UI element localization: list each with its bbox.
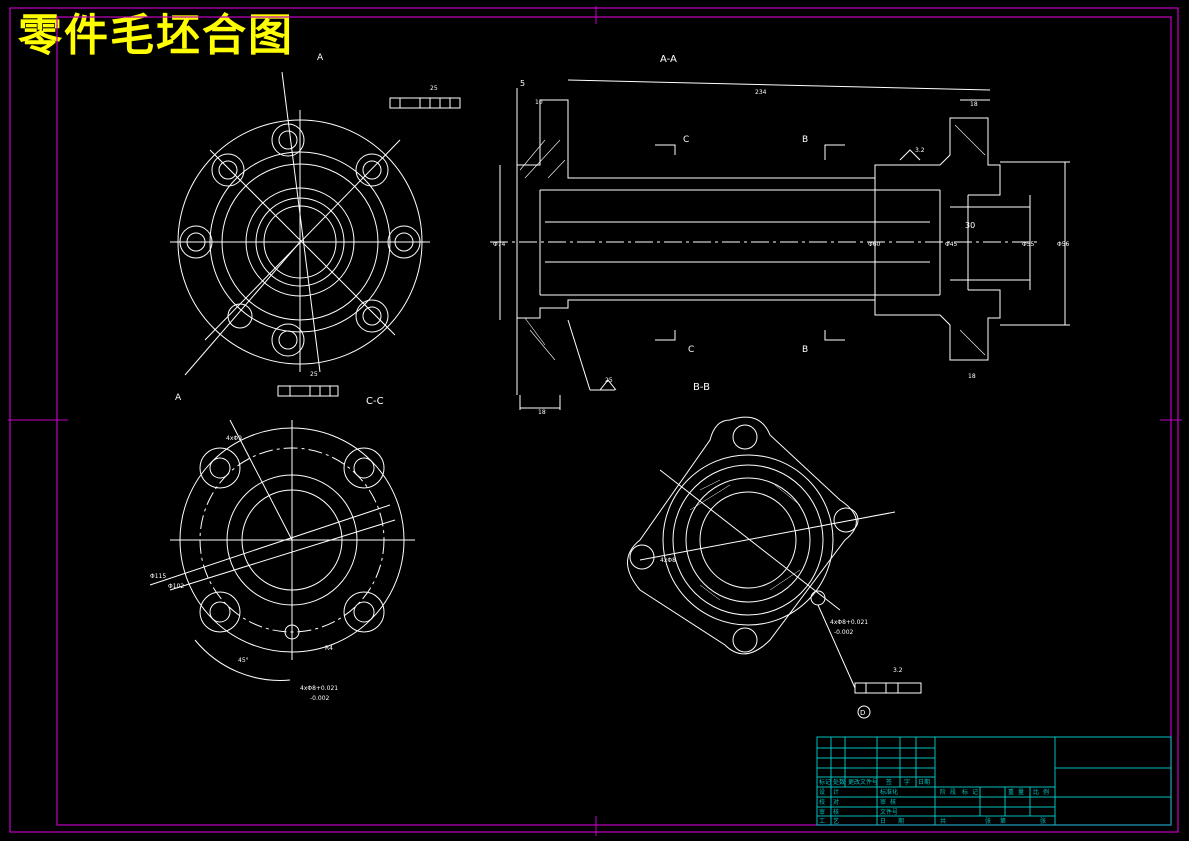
dim-length-234: 234 <box>755 89 767 96</box>
cc-hole: 4xΦ9 <box>226 435 242 442</box>
cc-tol2: -0.002 <box>310 695 330 702</box>
cut-b-top: B <box>802 135 808 145</box>
section-cc-view <box>149 419 415 681</box>
datum-d: D <box>860 709 865 717</box>
tb-r5-2: 日 <box>880 818 886 825</box>
dim-right-18: 18 <box>970 101 978 108</box>
dim-dia-right-45: Φ45 <box>945 241 958 248</box>
tb-r3-2: 审 <box>880 798 886 806</box>
tb-weight-1: 量 <box>1018 789 1024 796</box>
bb-rough: 3.2 <box>893 667 903 674</box>
section-aa-label: A-A <box>660 54 677 65</box>
tb-r1-5: 日期 <box>918 778 930 786</box>
cut-c-bottom: C <box>688 345 694 355</box>
tb-r4-2: 文件号 <box>880 808 898 816</box>
tb-weight-3: 例 <box>1043 788 1049 796</box>
tb-stage-3: 记 <box>972 789 978 796</box>
dim-dia-30: 30 <box>965 221 975 230</box>
cc-r4: R4 <box>325 645 333 652</box>
section-aa-hatching <box>519 124 986 361</box>
gdt-frame-bottom <box>277 385 339 397</box>
section-aa-leaders <box>519 149 921 410</box>
dim-dia-left: Φ74 <box>493 241 506 248</box>
bb-tol1: 4xΦ8+0.021 <box>830 619 868 626</box>
tb-r3-1: 对 <box>833 798 839 806</box>
section-cc-label: C-C <box>366 396 384 407</box>
tb-stage-2: 标 <box>962 788 968 796</box>
cc-tol1: 4xΦ8+0.021 <box>300 685 338 692</box>
gdt-frame-top <box>389 97 461 109</box>
tb-sheet-0: 共 <box>940 817 946 825</box>
gdt-frame-bb <box>817 604 922 719</box>
tb-r5-1: 艺 <box>833 817 839 825</box>
tb-r1-4: 字 <box>904 778 910 786</box>
cc-angle: 45° <box>238 657 249 664</box>
drawing-title: 零件毛坯合图 <box>18 10 294 61</box>
tb-stage-1: 段 <box>950 788 956 796</box>
tb-r4-0: 审 <box>819 808 825 816</box>
dim-top-10: 10 <box>535 99 543 106</box>
flange-front-view <box>170 71 430 376</box>
bb-hole: 4xΦ8 <box>660 557 676 564</box>
tb-r4-1: 核 <box>833 808 839 816</box>
section-aa-outline <box>490 79 1070 395</box>
tb-r5-0: 工 <box>819 818 825 825</box>
section-bb-label: B-B <box>693 382 710 393</box>
tb-r2-2: 标准化 <box>880 788 898 796</box>
cut-c-top: C <box>683 135 689 145</box>
tb-sheet-3: 张 <box>1040 817 1046 825</box>
tb-r2-0: 设 <box>819 788 825 796</box>
outer-frame <box>9 7 1179 833</box>
tb-stage-0: 阶 <box>940 788 946 796</box>
tb-r5-3: 期 <box>898 817 904 825</box>
tb-weight-2: 比 <box>1033 788 1039 796</box>
arrow-a-top-label: A <box>317 53 324 63</box>
tb-r3-3: 核 <box>890 798 896 806</box>
dim-dia-right-55: Φ55 <box>1022 241 1035 248</box>
dim-dia-mid: Φ60 <box>868 241 881 248</box>
arrow-a-bottom-label: A <box>175 393 182 403</box>
bb-tol2: -0.002 <box>834 629 854 636</box>
tb-r1-1: 处数 <box>833 778 845 786</box>
cut-marks <box>655 144 845 341</box>
dim-top-5: 5 <box>520 79 525 88</box>
cc-dim-115: Φ115 <box>150 573 166 580</box>
roughness-a: 25 <box>430 85 438 92</box>
roughness-b: 25 <box>310 371 318 378</box>
title-block <box>816 736 1172 826</box>
tb-r2-1: 计 <box>833 788 839 796</box>
tb-r1-3: 签 <box>886 778 892 786</box>
dim-dia-outer: Φ56 <box>1057 241 1070 248</box>
tb-weight-0: 重 <box>1008 788 1014 796</box>
tb-r3-0: 校 <box>819 798 825 806</box>
section-bb-hatching <box>689 479 801 601</box>
tb-sheet-1: 张 <box>985 817 991 825</box>
title-block-text: 标记 处数 更改文件号 签 字 日期 设 计 标准化 校 对 审 核 审 核 文… <box>819 778 1049 825</box>
tb-r1-2: 更改文件号 <box>848 778 878 786</box>
tb-sheet-2: 第 <box>1000 817 1006 825</box>
section-bb-view <box>627 416 896 655</box>
cc-dim-102: Φ102 <box>168 583 184 590</box>
dim-bottom-left-18: 18 <box>538 409 546 416</box>
roughness-d: 3.2 <box>915 147 925 154</box>
tb-r1-0: 标记 <box>819 778 831 786</box>
cut-b-bottom: B <box>802 345 808 355</box>
dim-bottom-right-18: 18 <box>968 373 976 380</box>
inner-frame <box>56 16 1172 826</box>
